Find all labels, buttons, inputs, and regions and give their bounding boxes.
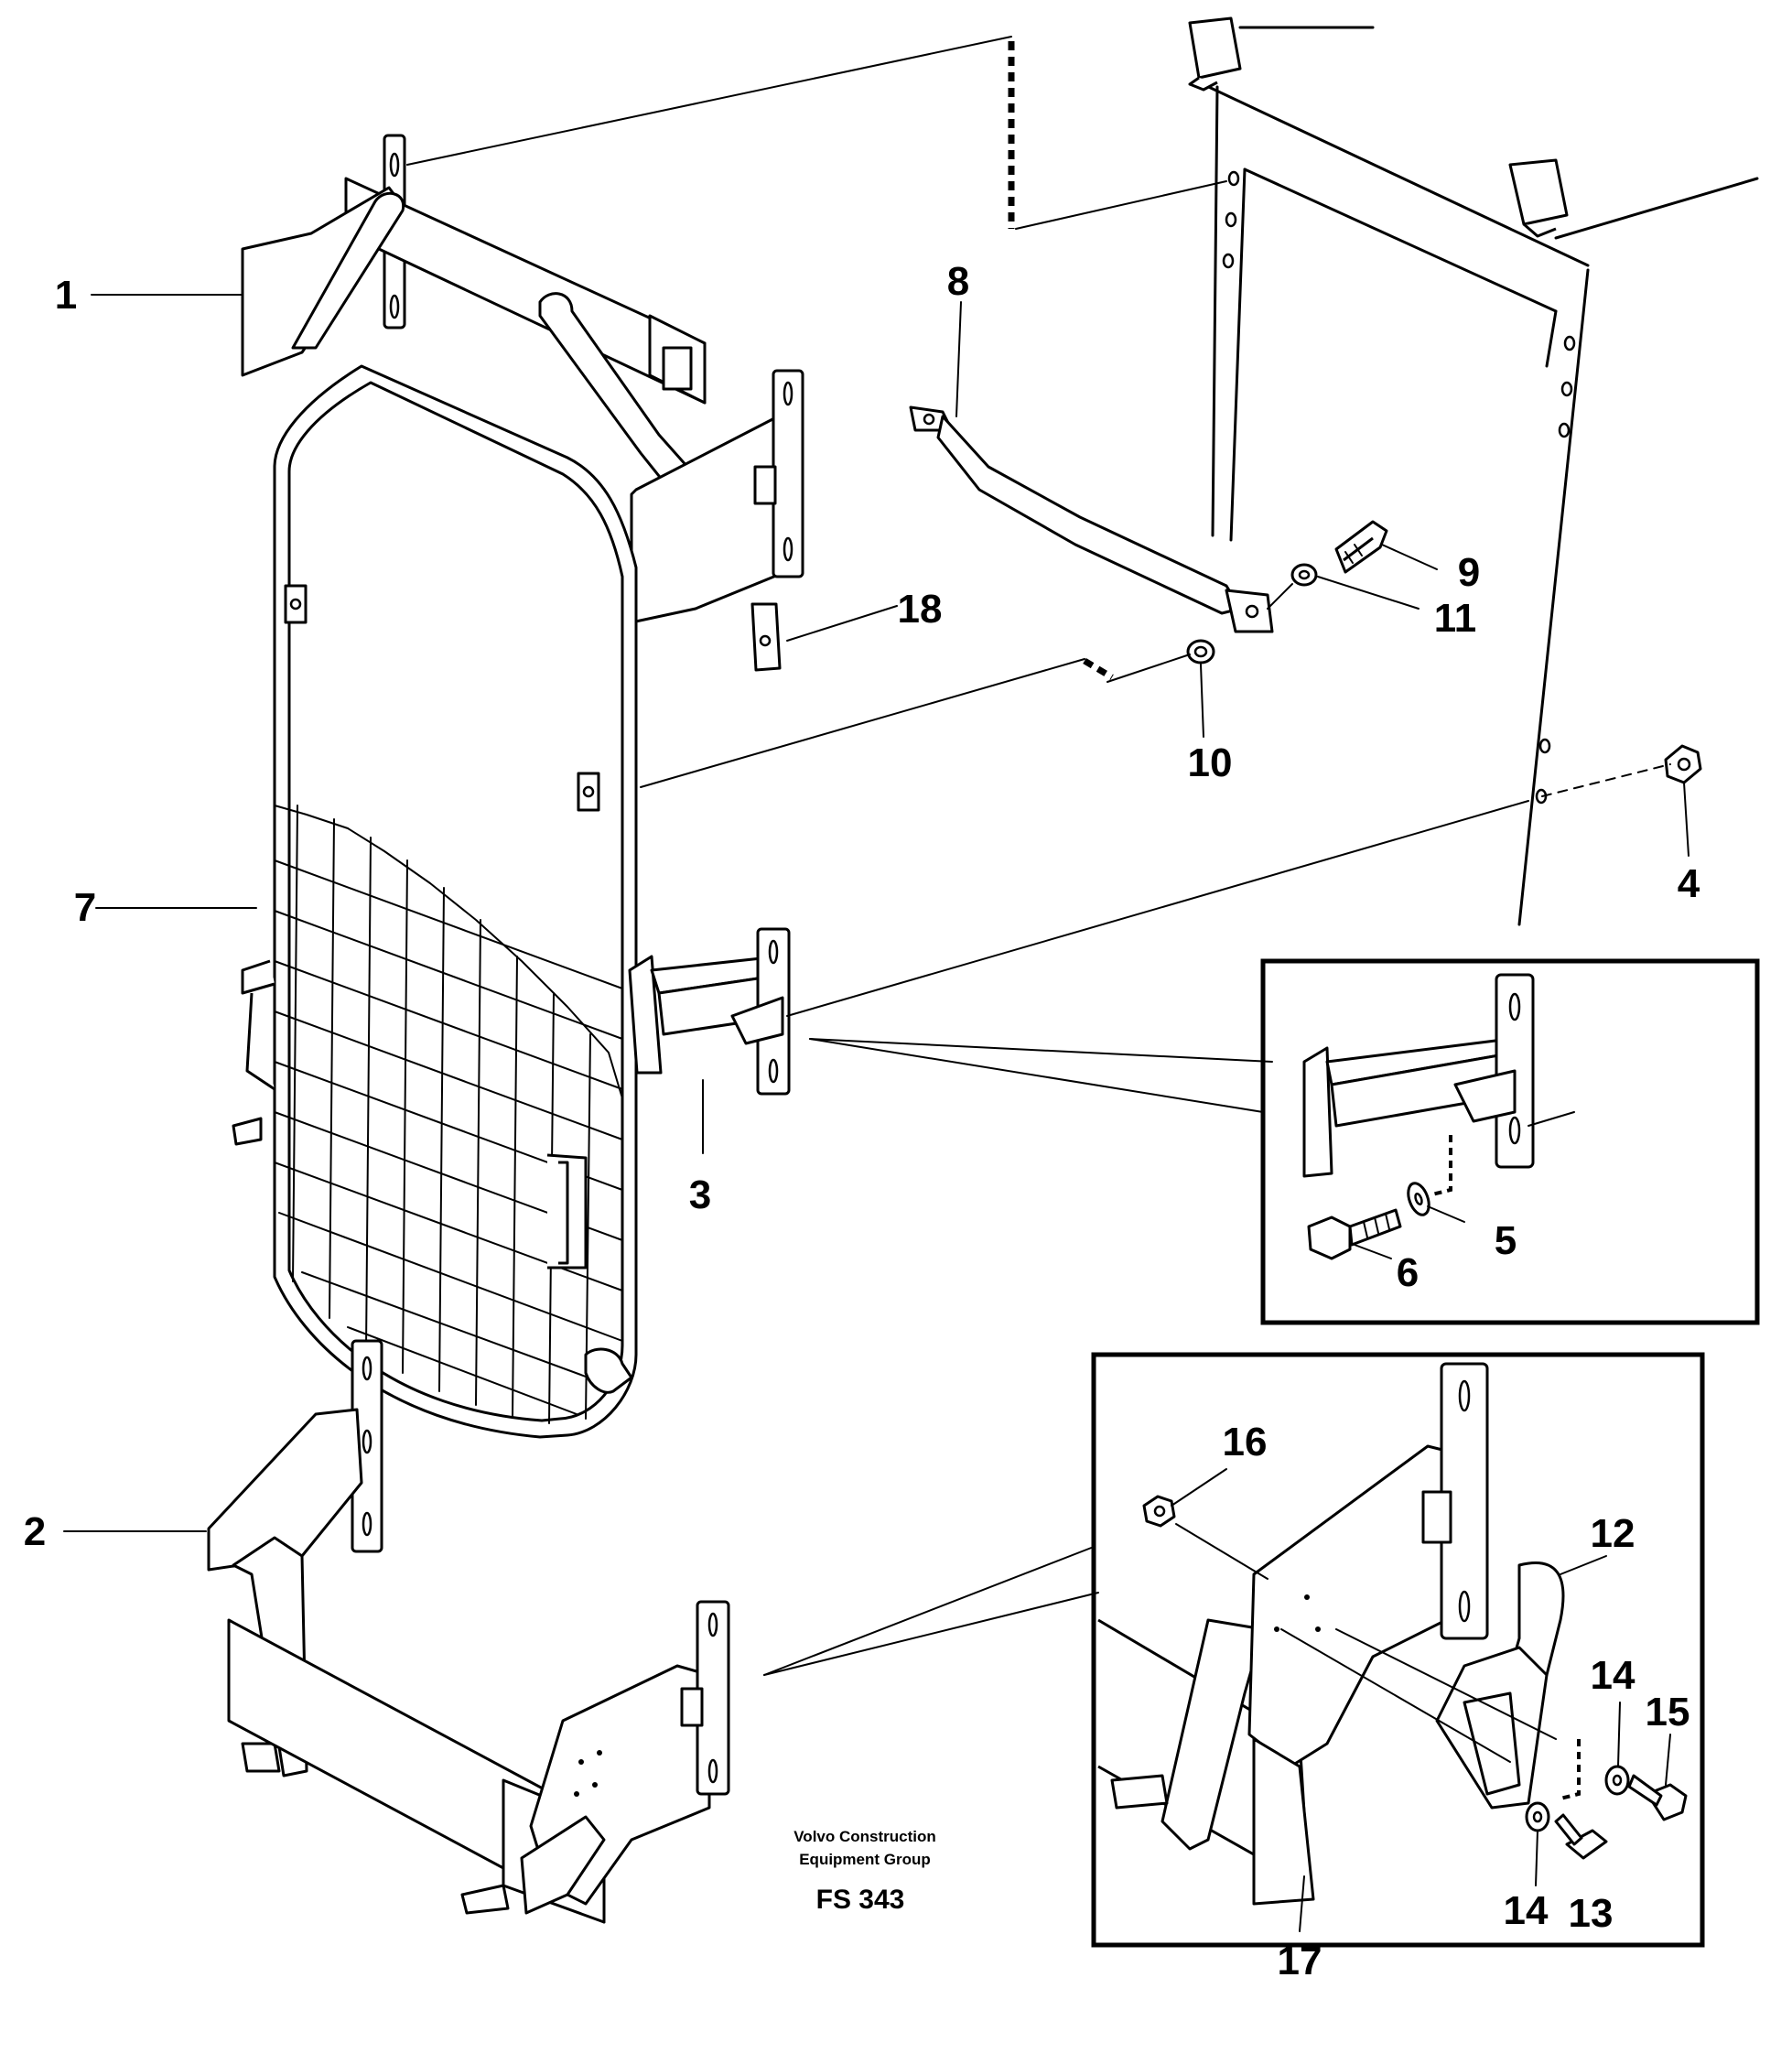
work-lamp-icon bbox=[1188, 16, 1242, 92]
leader-lines bbox=[63, 294, 1689, 1932]
nut-4 bbox=[1664, 744, 1702, 784]
washer-14 bbox=[1604, 1765, 1630, 1796]
callout-9: 9 bbox=[1458, 550, 1480, 595]
callout-11: 11 bbox=[1434, 596, 1477, 641]
callout-13: 13 bbox=[1569, 1891, 1614, 1936]
washer-11 bbox=[1290, 563, 1318, 587]
work-lamp-icon bbox=[1508, 158, 1569, 238]
figure-code: FS 343 bbox=[816, 1885, 905, 1915]
footer-company-line1: Volvo Construction bbox=[793, 1828, 936, 1845]
guard-handle bbox=[232, 959, 633, 1394]
callout-3: 3 bbox=[689, 1172, 711, 1217]
clamp-12 bbox=[1435, 1561, 1565, 1810]
callout-16: 16 bbox=[1223, 1420, 1268, 1464]
bolt-13 bbox=[1554, 1813, 1608, 1860]
alignment-lines bbox=[406, 36, 1671, 1017]
nut-plate bbox=[750, 602, 782, 672]
callout-7: 7 bbox=[74, 885, 96, 930]
upper-guard-bracket bbox=[241, 134, 804, 624]
callout-14-lower: 14 bbox=[1504, 1888, 1549, 1933]
detail-box-lower-bracket bbox=[1091, 1352, 1705, 1948]
side-bracket bbox=[628, 927, 791, 1096]
callout-5: 5 bbox=[1495, 1218, 1517, 1263]
mesh-guard-frame bbox=[273, 364, 638, 1439]
footer-company-line2: Equipment Group bbox=[799, 1851, 931, 1868]
callout-10: 10 bbox=[1188, 740, 1233, 785]
detail-bracket bbox=[1302, 973, 1575, 1196]
callout-14-upper: 14 bbox=[1591, 1653, 1635, 1698]
bolt-9 bbox=[1334, 520, 1388, 574]
callout-12: 12 bbox=[1591, 1511, 1635, 1556]
washer-5 bbox=[1407, 1182, 1430, 1216]
detail-lower-bracket bbox=[1097, 1362, 1489, 1906]
callout-2: 2 bbox=[24, 1509, 46, 1554]
callout-4: 4 bbox=[1678, 861, 1700, 906]
callout-1: 1 bbox=[55, 273, 77, 318]
callout-8: 8 bbox=[947, 259, 969, 304]
washer-14 bbox=[1525, 1801, 1550, 1832]
bolt-6 bbox=[1307, 1208, 1402, 1260]
callout-6: 6 bbox=[1397, 1250, 1419, 1295]
callout-18: 18 bbox=[898, 587, 943, 632]
nut-16 bbox=[1142, 1495, 1176, 1528]
lower-guard-bracket bbox=[207, 1339, 730, 1924]
nut-10 bbox=[1186, 639, 1215, 665]
detail-box-bracket bbox=[1260, 958, 1760, 1325]
callout-15: 15 bbox=[1646, 1690, 1690, 1734]
bolt-15 bbox=[1627, 1774, 1688, 1821]
callout-17: 17 bbox=[1278, 1939, 1322, 1983]
support-strut bbox=[909, 405, 1274, 633]
cab-frame bbox=[1197, 26, 1759, 926]
